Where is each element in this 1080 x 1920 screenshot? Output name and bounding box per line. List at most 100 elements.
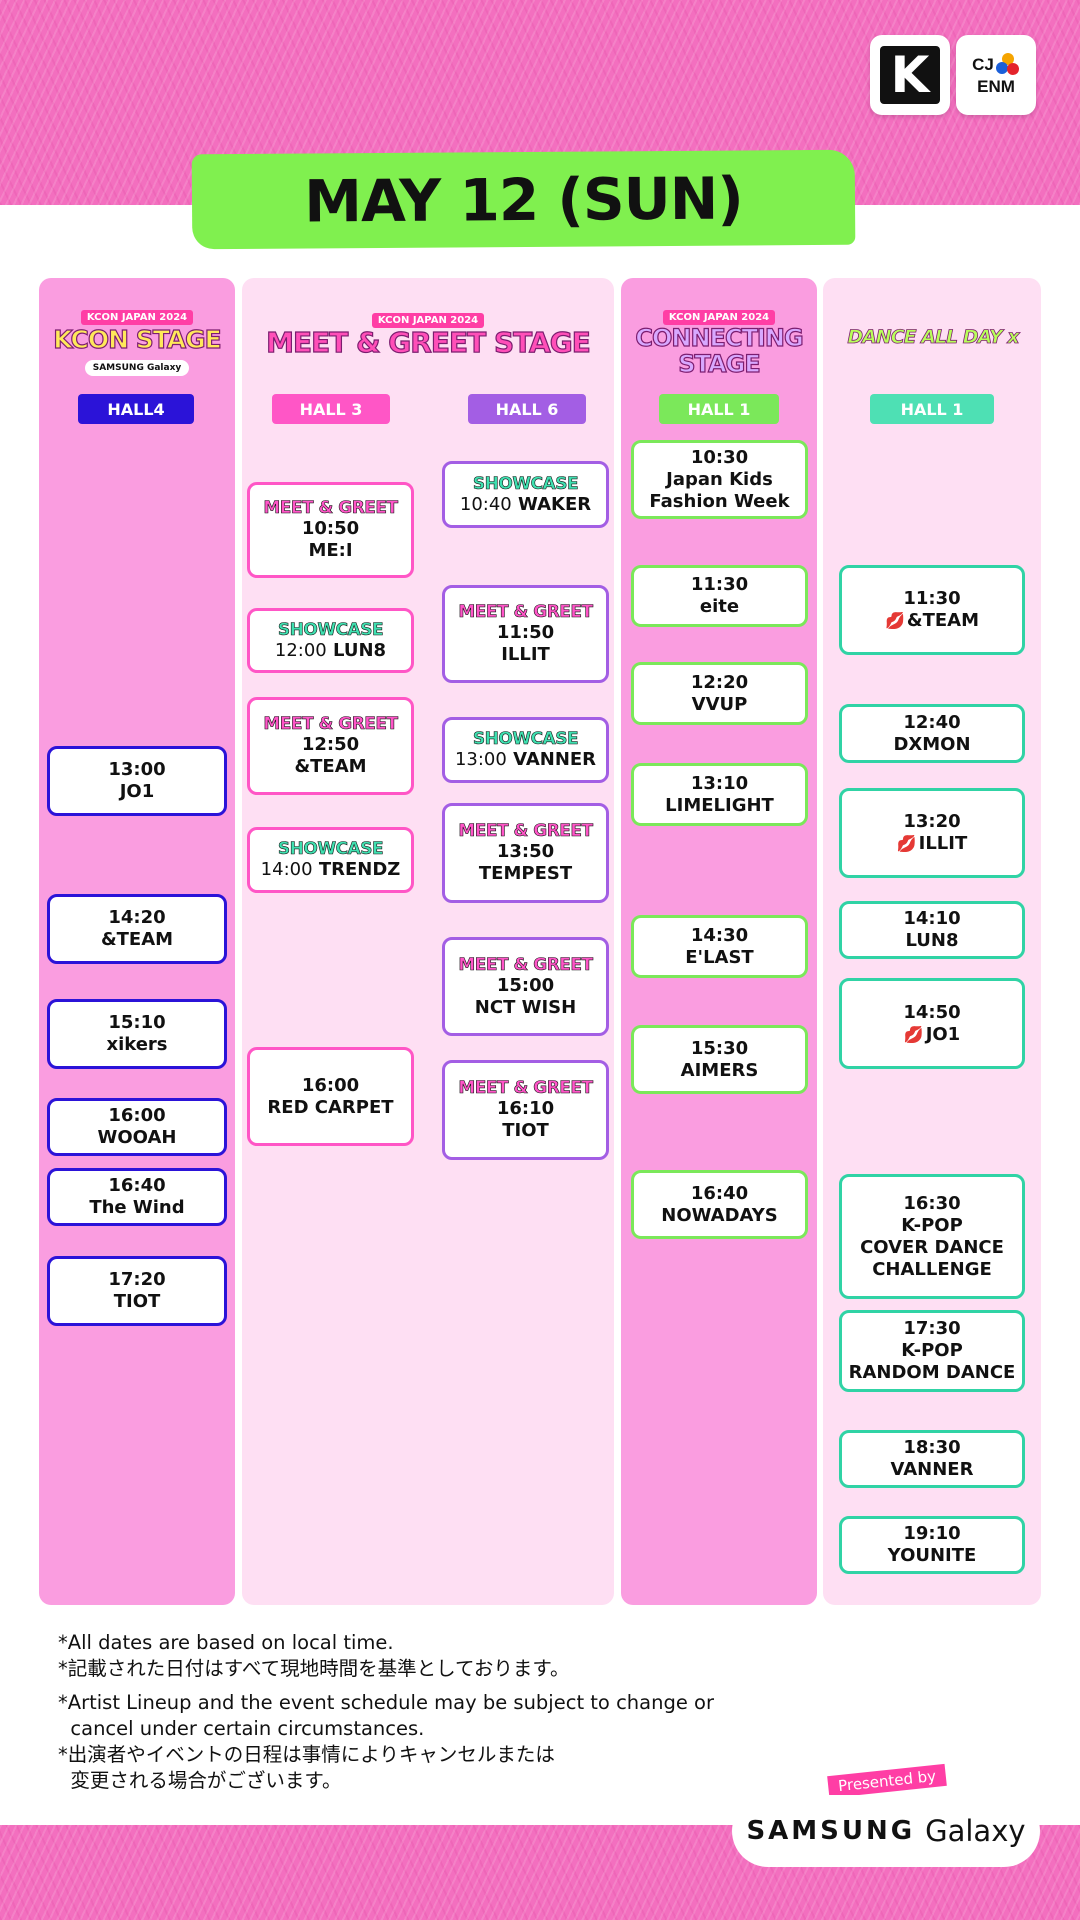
schedule-slot[interactable]: 17:30 K-POP RANDOM DANCE [839, 1310, 1025, 1392]
schedule-slot[interactable]: 14:30 E'LAST [631, 915, 808, 978]
slot-artist: AIMERS [680, 1059, 759, 1081]
schedule-slot[interactable]: 14:20 &TEAM [47, 894, 227, 964]
slot-tag: MEET & GREET [263, 714, 398, 735]
slot-artist: xikers [106, 1034, 168, 1055]
slot-artist-line-1: K-POP [901, 1340, 963, 1361]
lips-icon: 💋 [884, 611, 905, 630]
slot-artist: TIOT [502, 1120, 549, 1141]
slot-tag: SHOWCASE [472, 729, 579, 750]
slot-artist: VANNER [513, 749, 597, 770]
connecting-label-small: KCON JAPAN 2024 [662, 310, 776, 325]
slot-artist: LUN8 [333, 639, 387, 661]
slot-tag: MEET & GREET [458, 602, 593, 623]
note-line: cancel under certain circumstances. [58, 1717, 425, 1740]
schedule-slot[interactable]: SHOWCASE 14:00 TRENDZ [247, 827, 414, 893]
schedule-slot[interactable]: 16:00 WOOAH [47, 1098, 227, 1156]
slot-time: 13:10 [690, 772, 749, 794]
slot-artist: &TEAM [100, 929, 174, 950]
slot-time: 16:10 [496, 1098, 555, 1119]
schedule-slot[interactable]: 16:30 K-POP COVER DANCE CHALLENGE [839, 1174, 1025, 1299]
schedule-slot[interactable]: SHOWCASE 10:40 WAKER [442, 461, 609, 528]
note-line: *Artist Lineup and the event schedule ma… [58, 1691, 714, 1714]
kcon-stage-logo: KCON JAPAN 2024 KCON STAGE SAMSUNG Galax… [44, 305, 230, 376]
slot-time: 14:10 [903, 908, 961, 929]
schedule-slot[interactable]: 16:00 RED CARPET [247, 1047, 414, 1146]
slot-time: 13:50 [496, 841, 555, 862]
schedule-slot[interactable]: MEET & GREET 11:50 ILLIT [442, 585, 609, 683]
schedule-slot[interactable]: 13:20 💋ILLIT [839, 788, 1025, 878]
slot-artist: LIMELIGHT [665, 794, 774, 816]
schedule-slot[interactable]: MEET & GREET 13:50 TEMPEST [442, 803, 609, 903]
schedule-slot[interactable]: 18:30 VANNER [839, 1430, 1025, 1488]
schedule-slot[interactable]: MEET & GREET 12:50 &TEAM [247, 697, 414, 795]
schedule-slot[interactable]: 14:10 LUN8 [839, 901, 1025, 959]
schedule-slot[interactable]: 13:00 JO1 [47, 746, 227, 816]
slot-artist: TIOT [113, 1291, 161, 1312]
schedule-slot[interactable]: 16:40 The Wind [47, 1168, 227, 1226]
cj-logo-icon [995, 53, 1020, 77]
slot-artist-line-2: Fashion Week [649, 490, 790, 512]
schedule-slot[interactable]: 10:30 Japan Kids Fashion Week [631, 440, 808, 519]
schedule-slot[interactable]: 13:10 LIMELIGHT [631, 763, 808, 826]
schedule-slot[interactable]: 11:30 eite [631, 565, 808, 627]
schedule-slot[interactable]: 12:40 DXMON [839, 704, 1025, 763]
slot-artist: VVUP [691, 693, 748, 715]
kcon-stage-sponsor: SAMSUNG Galaxy [84, 360, 190, 376]
schedule-slot[interactable]: 15:10 xikers [47, 999, 227, 1069]
slot-tag: MEET & GREET [458, 954, 593, 975]
schedule-slot[interactable]: 12:20 VVUP [631, 662, 808, 725]
slot-time: 16:00 [108, 1105, 166, 1126]
slot-artist-line-1: K-POP [901, 1214, 963, 1236]
connecting-stage-title-1: CONNECTING [635, 324, 804, 352]
slot-tag: SHOWCASE [277, 839, 384, 860]
slot-time: 15:00 [496, 974, 555, 996]
slot-artist: eite [699, 596, 740, 617]
schedule-slot[interactable]: 15:30 AIMERS [631, 1025, 808, 1094]
schedule-slot[interactable]: 14:50 💋JO1 [839, 978, 1025, 1069]
meet-greet-stage-title: MEET & GREET STAGE [266, 326, 592, 359]
slot-artist: TRENDZ [318, 859, 401, 880]
slot-artist: YOUNITE [887, 1545, 977, 1566]
slot-time: 12:40 [903, 711, 961, 733]
slot-artist-line-3: CHALLENGE [872, 1258, 992, 1280]
dance-all-day-title: DANCE ALL DAY x [847, 326, 1020, 349]
hall-label-d: HALL 1 [870, 394, 994, 424]
note-line: *記載された日付はすべて現地時間を基準としております。 [58, 1657, 570, 1680]
schedule-slot[interactable]: MEET & GREET 10:50 ME:I [247, 482, 414, 578]
schedule-slot[interactable]: SHOWCASE 13:00 VANNER [442, 717, 609, 783]
hall-label-b: HALL 3 [272, 394, 390, 424]
hall-label-b6: HALL 6 [468, 394, 586, 424]
slot-time: 12:50 [301, 734, 360, 755]
schedule-slot[interactable]: 16:40 NOWADAYS [631, 1170, 808, 1239]
slot-artist-line-2: COVER DANCE [860, 1236, 1004, 1258]
connecting-stage-title-2: STAGE [678, 350, 762, 378]
kcon-logo: K [870, 35, 950, 115]
slot-time: 14:00 [260, 859, 313, 880]
slot-time: 11:50 [496, 622, 555, 643]
meet-greet-stage-logo: KCON JAPAN 2024 MEET & GREET STAGE [250, 308, 606, 358]
schedule-slot[interactable]: MEET & GREET 16:10 TIOT [442, 1060, 609, 1160]
slot-tag: SHOWCASE [472, 473, 579, 494]
slot-time: 14:30 [690, 924, 749, 946]
slot-artist: The Wind [89, 1197, 185, 1218]
note-line: *All dates are based on local time. [58, 1631, 394, 1654]
slot-time: 10:50 [301, 518, 360, 539]
lips-icon: 💋 [903, 1024, 924, 1044]
samsung-galaxy-logo: SAMSUNG Galaxy [732, 1795, 1040, 1867]
schedule-slot[interactable]: 17:20 TIOT [47, 1256, 227, 1326]
slot-time: 13:00 [108, 759, 166, 780]
slot-time: 11:30 [903, 588, 961, 609]
schedule-slot[interactable]: MEET & GREET 15:00 NCT WISH [442, 937, 609, 1036]
slot-time: 18:30 [903, 1437, 961, 1458]
slot-time: 16:30 [903, 1192, 961, 1214]
schedule-slot[interactable]: 19:10 YOUNITE [839, 1516, 1025, 1574]
slot-tag: SHOWCASE [277, 619, 384, 640]
cj-logo-text: CJ [972, 55, 994, 74]
schedule-slot[interactable]: 11:30 💋&TEAM [839, 565, 1025, 655]
slot-tag: MEET & GREET [263, 498, 398, 519]
schedule-slot[interactable]: SHOWCASE 12:00 LUN8 [247, 608, 414, 673]
kcon-logo-mark: K [880, 46, 940, 104]
meet-greet-label-small: KCON JAPAN 2024 [371, 313, 485, 328]
slot-artist: E'LAST [685, 946, 754, 968]
presented-by-label: Presented by [827, 1763, 948, 1799]
